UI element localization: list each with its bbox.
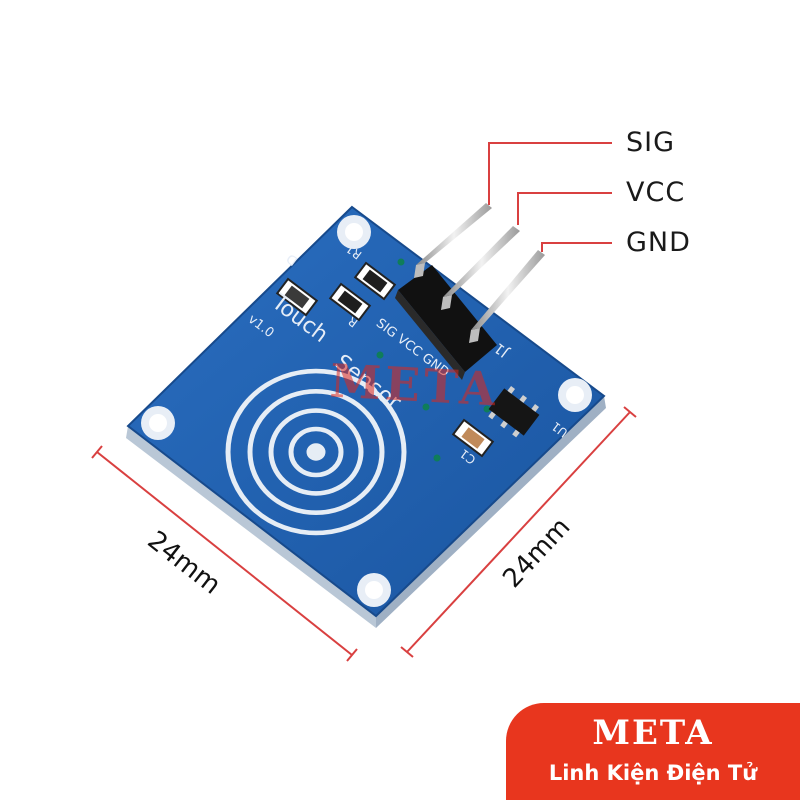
ic-chip (488, 385, 540, 438)
pcb-side-edge (126, 426, 376, 628)
smd-capacitor (451, 418, 495, 458)
pin-label-gnd: GND (626, 227, 691, 258)
mounting-holes (141, 215, 592, 607)
vias (376, 258, 491, 462)
gnd-leader-line (541, 242, 612, 252)
pin-header (395, 203, 545, 380)
dimension-line-height (406, 411, 631, 653)
pcb-side-edge-right (376, 396, 606, 628)
header-housing (398, 265, 497, 372)
dimension-line-width (96, 451, 353, 656)
pin-label-vcc: VCC (626, 177, 686, 208)
header-pin-sig (416, 203, 492, 265)
sig-leader-line (488, 142, 612, 205)
smd-led (275, 277, 319, 317)
header-pin-vcc (443, 226, 520, 297)
pcb-board (126, 203, 606, 628)
dimension-lines (91, 406, 637, 662)
header-pins (414, 203, 545, 343)
smd-resistor-r (328, 282, 372, 322)
touch-pad (225, 368, 407, 536)
brand-tagline: Linh Kiện Điện Tử (548, 761, 758, 785)
pin-label-sig: SIG (626, 127, 676, 158)
header-pin-gnd (471, 250, 545, 330)
pin-leader-lines (488, 142, 612, 252)
watermark-text: META (328, 353, 501, 417)
brand-name: META (592, 713, 714, 753)
smd-resistor-r1 (353, 261, 397, 301)
vcc-leader-line (517, 192, 612, 225)
brand-banner: META Linh Kiện Điện Tử (506, 703, 800, 800)
